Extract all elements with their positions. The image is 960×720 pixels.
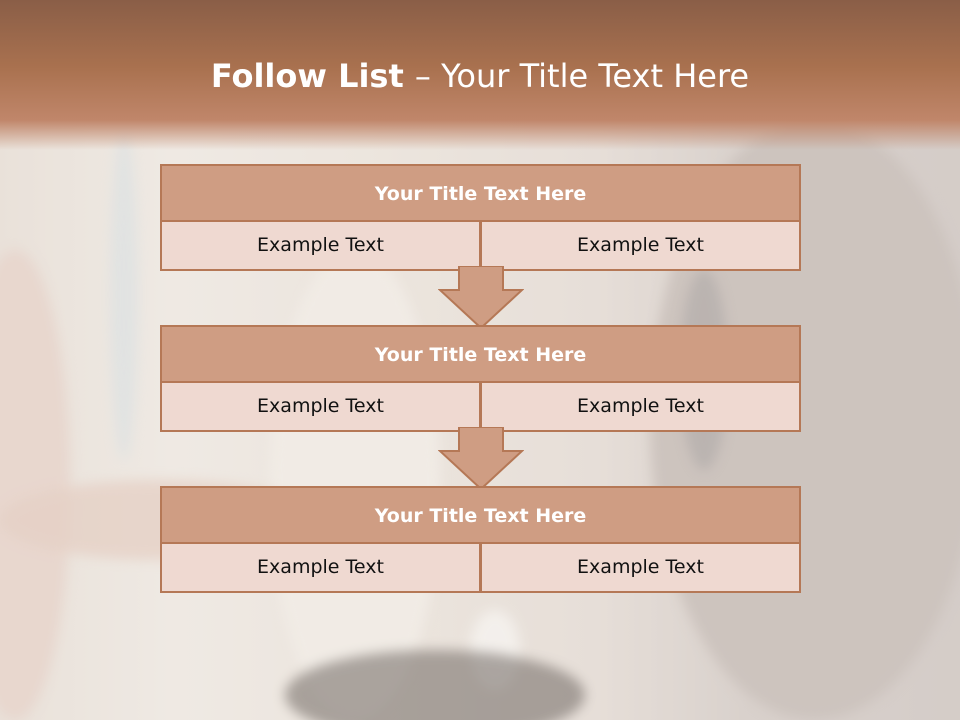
block-cell-left: Example Text — [160, 542, 481, 593]
slide-title-bold: Follow List — [210, 57, 415, 95]
header-band — [0, 0, 960, 150]
block-title: Your Title Text Here — [160, 325, 801, 385]
block-cell-right: Example Text — [480, 542, 801, 593]
block-cell-left: Example Text — [160, 381, 481, 432]
flow-block-3: Your Title Text Here Example Text Exampl… — [160, 486, 801, 593]
flow-block-2: Your Title Text Here Example Text Exampl… — [160, 325, 801, 433]
block-cell-left: Example Text — [160, 220, 481, 271]
flow-block-1: Your Title Text Here Example Text Exampl… — [160, 164, 801, 272]
block-cell-right: Example Text — [480, 220, 801, 271]
down-arrow-icon — [438, 266, 524, 330]
slide-title-rest: – Your Title Text Here — [414, 57, 750, 95]
slide-title: Follow List – Your Title Text Here — [0, 54, 960, 98]
block-cell-right: Example Text — [480, 381, 801, 432]
block-title: Your Title Text Here — [160, 164, 801, 224]
block-title: Your Title Text Here — [160, 486, 801, 546]
down-arrow-icon — [438, 427, 524, 491]
